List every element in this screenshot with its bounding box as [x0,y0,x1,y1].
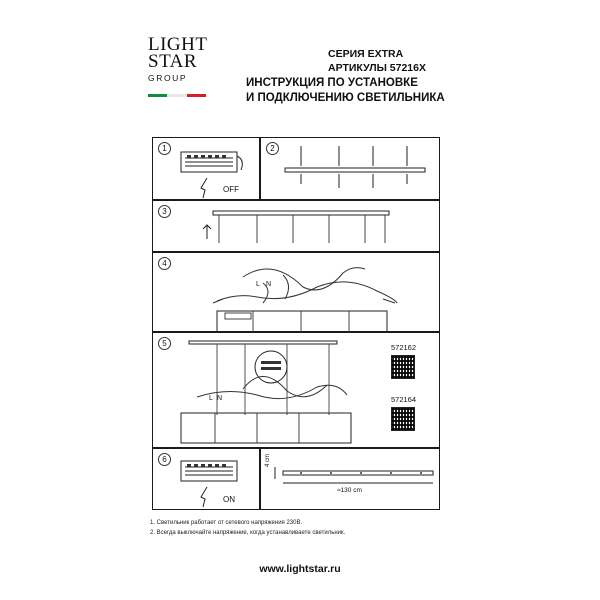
instruction-title: ИНСТРУКЦИЯ ПО УСТАНОВКЕ И ПОДКЛЮЧЕНИЮ СВ… [246,76,445,106]
lightstar-logo: LIGHT STAR GROUP [148,34,208,97]
series-header: СЕРИЯ EXTRA АРТИКУЛЫ 57216X [328,47,426,75]
step-2-panel: 2 [260,137,440,200]
power-on-label: ON [223,495,235,504]
length-dimension: ≈130 cm [337,487,362,494]
note-2: 2. Всегда выключайте напряжение, когда у… [150,530,346,536]
step-3-panel: 3 [152,200,440,252]
step-number: 6 [158,453,171,466]
wire-label-l: L [256,281,260,288]
step-number: 5 [158,337,171,350]
step-number: 3 [158,205,171,218]
title-line-2: И ПОДКЛЮЧЕНИЮ СВЕТИЛЬНИКА [246,92,445,104]
qr-code-2[interactable] [391,407,415,431]
step-number: 2 [266,142,279,155]
logo-line-2: STAR [148,51,198,72]
step-number: 1 [158,142,171,155]
logo-line-3: GROUP [148,73,188,83]
canopy-mounting-illustration [284,146,426,188]
qr-code-1[interactable] [391,355,415,379]
article-code-1: 572162 [391,343,417,352]
step-number: 4 [158,257,171,270]
wire-label-n: N [217,395,223,402]
article-code-2: 572164 [391,395,417,404]
step-5-panel: 5 L N 572162 572164 [152,332,440,448]
dimension-drawing [274,467,434,484]
terminal-block-illustration [180,460,238,508]
cable-adjustment-illustration [202,210,390,243]
title-line-1: ИНСТРУКЦИЯ ПО УСТАНОВКЕ [246,77,418,89]
note-1: 1. Светильник работает от сетевого напря… [150,520,303,526]
step-6-panel: 6 ON [152,448,260,510]
step-4-panel: 4 L N [152,252,440,333]
wire-label-n: N [266,281,272,288]
height-dimension: 4 cm [265,453,271,467]
wiring-connection-illustration [212,267,398,333]
logo-line-1: LIGHT [148,34,208,55]
terminal-block-illustration [180,151,243,199]
final-assembly-illustration [180,340,352,444]
power-off-label: OFF [223,185,239,194]
safety-notes: 1. Светильник работает от сетевого напря… [150,518,345,538]
step-1-panel: 1 OFF [152,137,260,200]
dimensions-panel: 4 cm ≈130 cm [260,448,440,510]
website-link[interactable]: www.lightstar.ru [259,563,341,575]
series-name: СЕРИЯ EXTRA [328,48,404,60]
article-numbers: АРТИКУЛЫ 57216X [328,62,426,74]
italian-flag-stripe [148,94,206,97]
wire-label-l: L [209,395,213,402]
